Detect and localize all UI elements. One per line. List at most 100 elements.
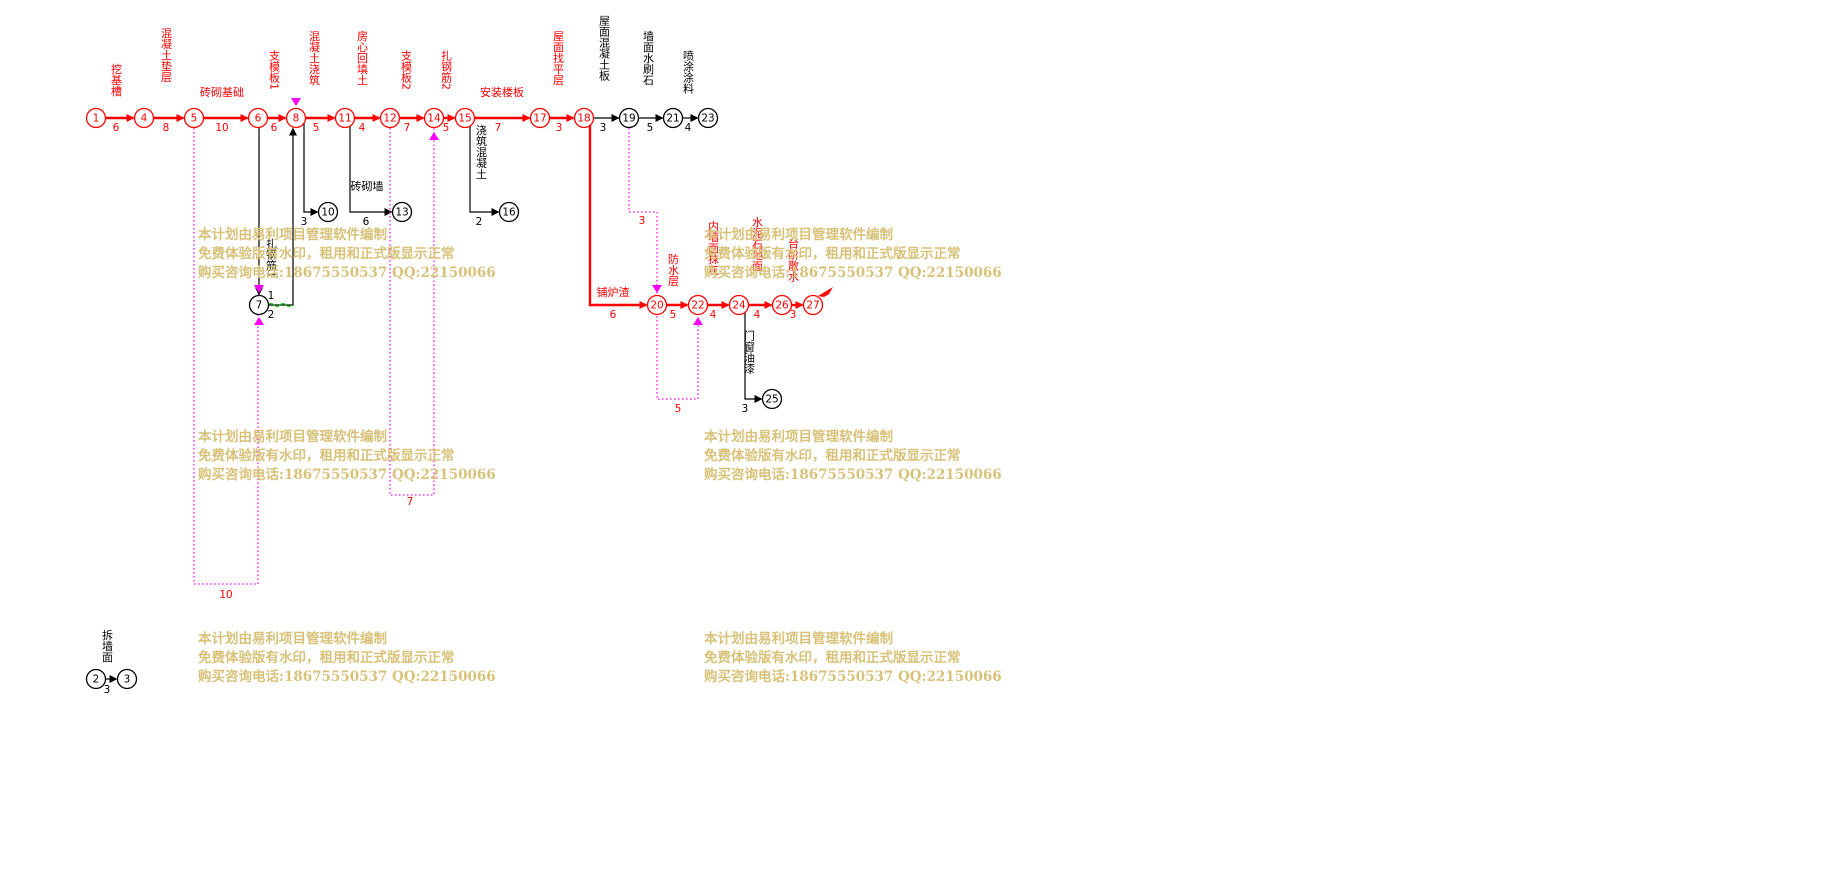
node-circle	[646, 294, 668, 316]
activity-name: 墙面水刷石	[642, 29, 655, 85]
node-number: 24	[732, 300, 746, 312]
node-circle	[379, 107, 401, 129]
network-node: 1	[85, 107, 107, 129]
node-circle	[728, 294, 750, 316]
node-circle	[802, 294, 824, 316]
activity-name: 台阶散水	[787, 237, 800, 282]
activity-name: 屋面混凝土板	[598, 15, 611, 82]
node-circle	[697, 107, 719, 129]
activity-duration: 2	[268, 309, 275, 321]
node-circle	[85, 668, 107, 690]
network-node: 20	[646, 294, 668, 316]
watermark-line: 免费体验版有水印，租用和正式版显示正常	[198, 246, 455, 262]
link-marker-icon	[254, 285, 264, 293]
activity-duration: 6	[363, 216, 370, 228]
watermark-block-4: 本计划由易利项目管理软件编制免费体验版有水印，租用和正式版显示正常购买咨询电话:…	[704, 428, 1002, 485]
node-number: 25	[765, 394, 778, 406]
node-circle	[618, 107, 640, 129]
network-node: 27	[802, 294, 824, 316]
node-number: 17	[533, 113, 546, 125]
activity-duration: 2	[476, 216, 483, 228]
watermark-line: 免费体验版有水印，租用和正式版显示正常	[198, 650, 455, 666]
watermark-line: 购买咨询电话:18675550537 QQ:22150066	[704, 669, 1002, 685]
activity-name: 支模板1	[268, 50, 281, 90]
network-node: 2	[85, 668, 107, 690]
dummy-link	[656, 316, 699, 400]
node-number: 21	[666, 113, 679, 125]
activity-duration: 3	[104, 684, 111, 696]
node-number: 20	[650, 300, 663, 312]
activity-duration: 5	[443, 122, 450, 134]
network-node: 23	[697, 107, 719, 129]
activity-name: 混凝土浇筑	[308, 30, 321, 85]
node-circle	[133, 107, 155, 129]
node-number: 7	[256, 300, 263, 312]
activity-duration: 4	[710, 309, 717, 321]
activity-name: 水泥石地面	[751, 216, 764, 271]
node-number: 26	[775, 300, 789, 312]
node-circle	[248, 294, 270, 316]
activity-duration: 4	[754, 309, 761, 321]
activity-name: 喷涂涂料	[682, 50, 695, 95]
network-node: 24	[728, 294, 750, 316]
node-circle	[529, 107, 551, 129]
activity-name: 扎钢筋2	[440, 49, 453, 90]
watermark-line: 本计划由易利项目管理软件编制	[704, 631, 893, 647]
activity-duration: 10	[215, 122, 228, 134]
activity-arrow	[344, 117, 393, 216]
network-node: 7	[248, 294, 270, 316]
activity-duration: 6	[610, 309, 617, 321]
node-circle	[391, 201, 413, 223]
watermark-block-1: 本计划由易利项目管理软件编制免费体验版有水印，租用和正式版显示正常购买咨询电话:…	[198, 226, 496, 283]
node-number: 16	[502, 207, 516, 219]
watermark-line: 本计划由易利项目管理软件编制	[198, 227, 387, 243]
node-circle	[247, 107, 269, 129]
node-circle	[761, 388, 783, 410]
link-marker-icon	[254, 317, 264, 325]
watermark-line: 购买咨询电话:18675550537 QQ:22150066	[704, 467, 1002, 483]
watermark-block-3: 本计划由易利项目管理软件编制免费体验版有水印，租用和正式版显示正常购买咨询电话:…	[198, 428, 496, 485]
watermark-line: 本计划由易利项目管理软件编制	[198, 429, 387, 445]
watermark-block-6: 本计划由易利项目管理软件编制免费体验版有水印，租用和正式版显示正常购买咨询电话:…	[704, 630, 1002, 687]
network-node: 5	[183, 107, 205, 129]
node-number: 14	[427, 113, 441, 125]
node-circle	[687, 294, 709, 316]
network-node: 10	[317, 201, 339, 223]
watermark-line: 本计划由易利项目管理软件编制	[704, 429, 893, 445]
dummy-duration: 7	[407, 496, 414, 508]
node-number: 13	[395, 207, 408, 219]
watermark-line: 本计划由易利项目管理软件编制	[198, 631, 387, 647]
node-number: 6	[255, 113, 262, 125]
node-number: 23	[701, 113, 714, 125]
node-number: 11	[338, 113, 351, 125]
dummy-link	[628, 128, 658, 294]
network-node: 22	[687, 294, 709, 316]
network-node: 3	[116, 668, 138, 690]
node-circle	[662, 107, 684, 129]
watermark-line: 免费体验版有水印，租用和正式版显示正常	[198, 448, 455, 464]
free-float-wave	[267, 303, 293, 307]
dummy-duration: 3	[639, 215, 646, 227]
node-number: 1	[93, 113, 100, 125]
network-node: 17	[529, 107, 551, 129]
node-number: 2	[93, 674, 100, 686]
dummy-link	[389, 128, 435, 496]
activity-name: 扎钢筋1	[265, 237, 278, 278]
network-node: 21	[662, 107, 684, 129]
activity-name: 安装楼板	[480, 85, 524, 99]
activity-duration: 4	[359, 122, 366, 134]
node-circle	[285, 107, 307, 129]
activity-duration: 3	[790, 309, 797, 321]
network-node: 11	[334, 107, 356, 129]
node-number: 4	[141, 113, 148, 125]
watermark-block-5: 本计划由易利项目管理软件编制免费体验版有水印，租用和正式版显示正常购买咨询电话:…	[198, 630, 496, 687]
activity-name: 防水层	[667, 252, 680, 287]
activity-duration: 6	[271, 122, 278, 134]
activity-name: 浇筑混凝土	[475, 124, 488, 179]
network-node: 13	[391, 201, 413, 223]
link-marker-icon	[291, 98, 301, 106]
activity-duration: 3	[600, 122, 607, 134]
node-number: 18	[577, 113, 590, 125]
dummy-duration: 10	[219, 589, 232, 601]
node-number: 10	[321, 207, 334, 219]
